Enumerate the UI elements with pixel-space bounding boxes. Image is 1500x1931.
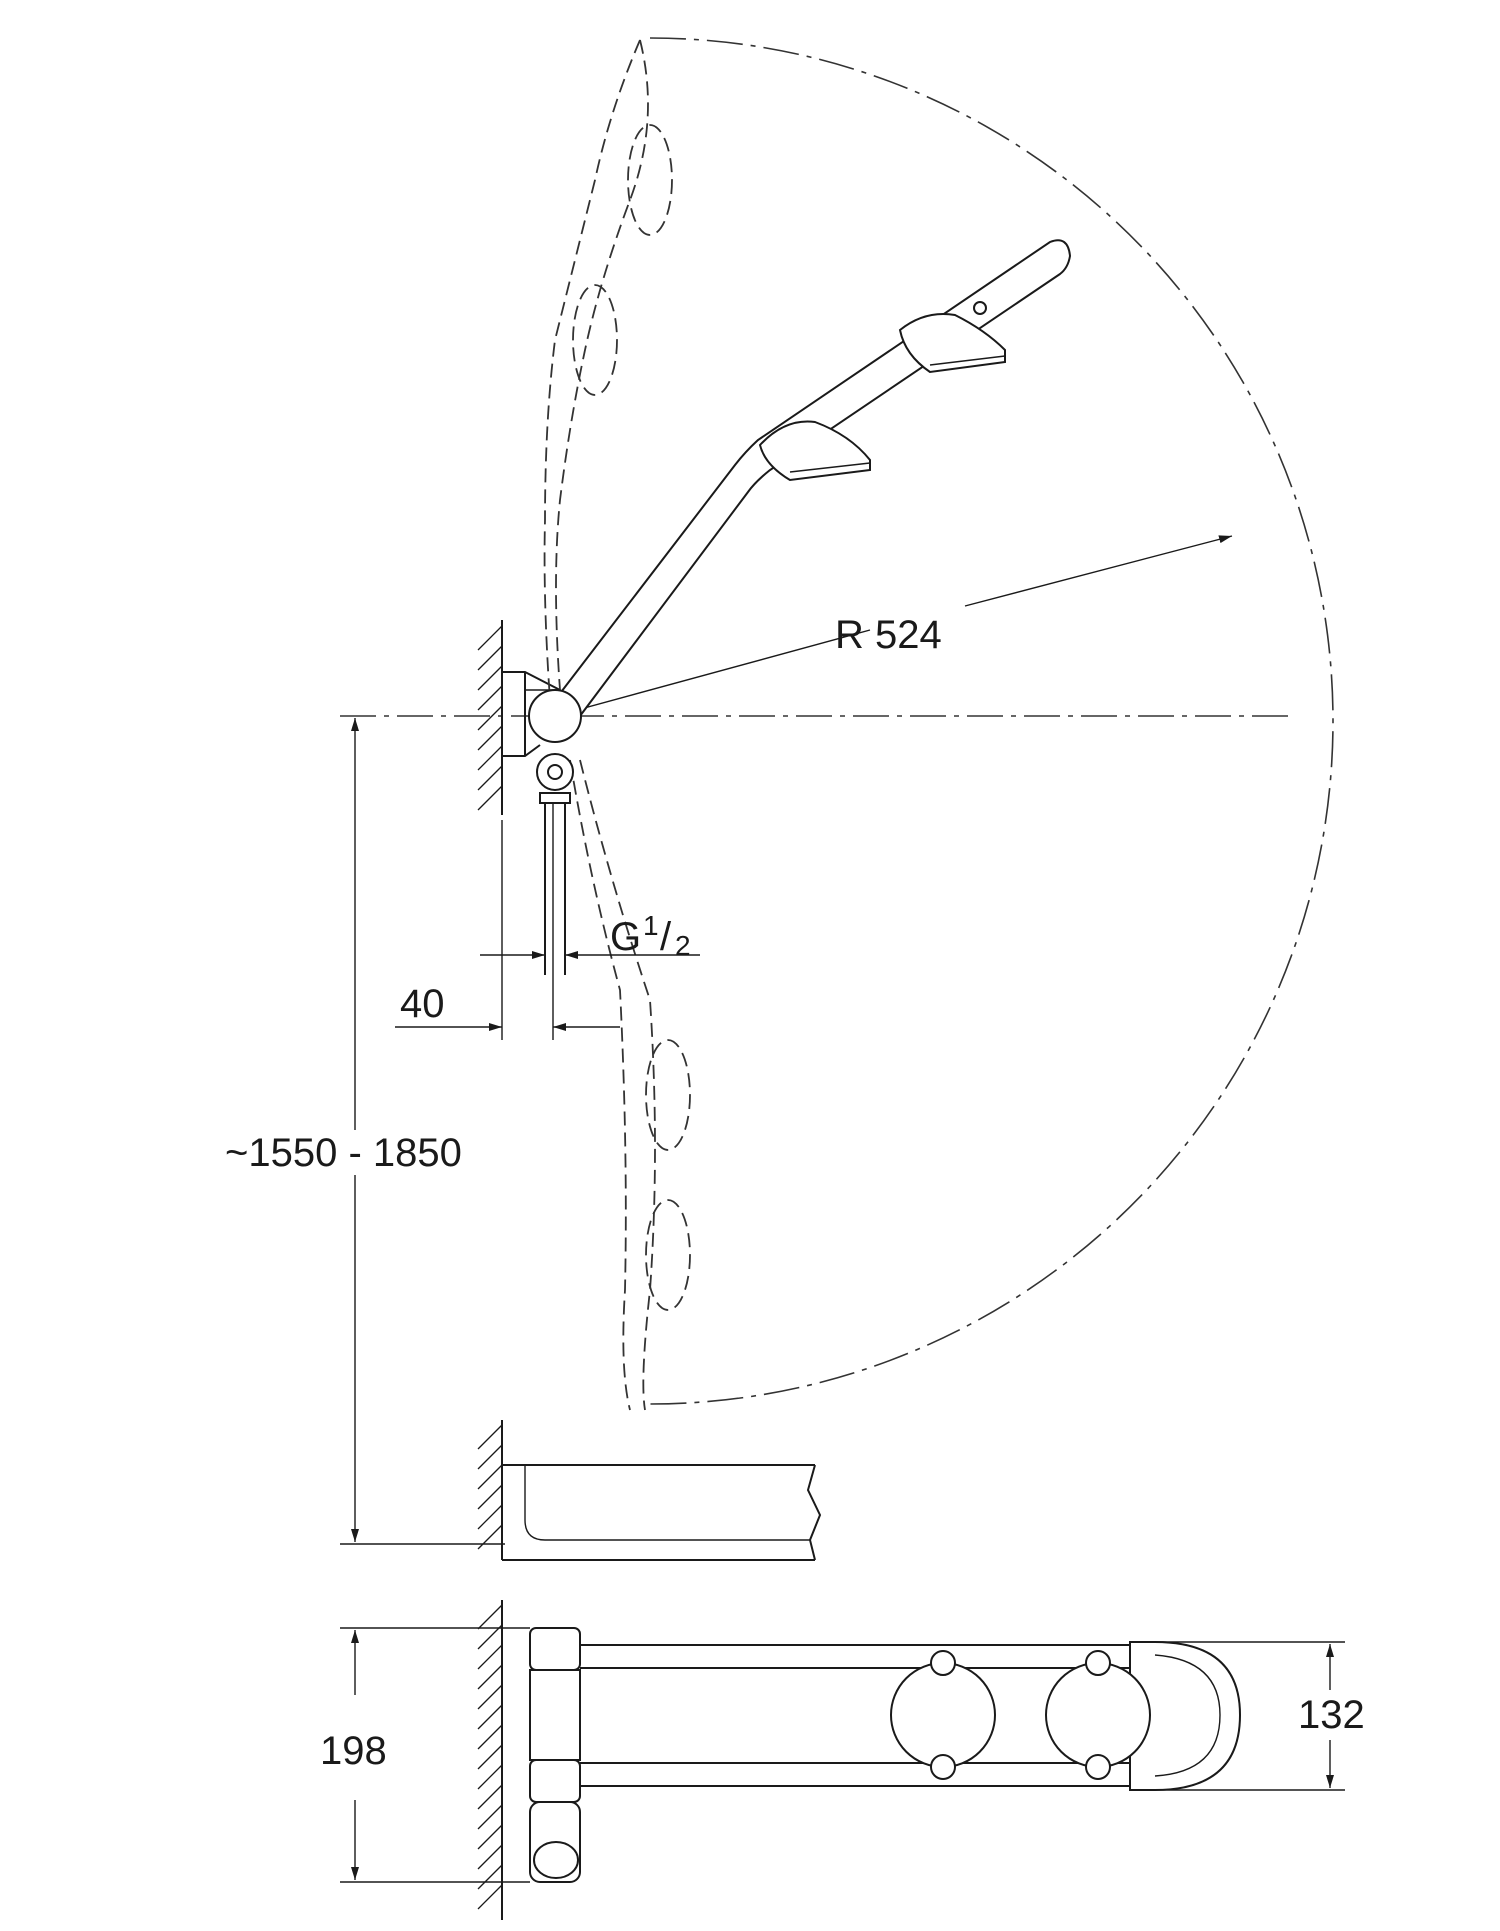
mixer-height-label: 132: [1298, 1693, 1365, 1737]
radius-leader: [554, 536, 1232, 717]
side-view: [340, 37, 1334, 1561]
tub-section: [477, 1420, 822, 1561]
shower-arm: [553, 239, 1072, 718]
thread-label-slash: /: [660, 915, 672, 959]
bar-height-label: 198: [320, 1729, 387, 1773]
thread-label-sub: 2: [675, 930, 691, 961]
height-range-label: ~1550 - 1850: [225, 1131, 462, 1175]
pivot-joint: [528, 689, 582, 804]
thread-label-sup: 1: [643, 910, 659, 941]
height-dimension: [340, 718, 505, 1545]
bar-height-dimension: [340, 1627, 530, 1883]
upper-wall: [477, 620, 503, 815]
wall-offset-label: 40: [400, 982, 445, 1026]
thread-label-main: G: [610, 915, 641, 959]
alternate-positions: [543, 39, 691, 1411]
top-view: [340, 1600, 1345, 1920]
mixer-handles: [890, 1650, 1151, 1780]
supply-pipe: [544, 803, 566, 1040]
swing-arc: [649, 37, 1334, 1405]
radius-label: R 524: [835, 613, 942, 657]
mixer-height-dimension: [1130, 1641, 1345, 1791]
